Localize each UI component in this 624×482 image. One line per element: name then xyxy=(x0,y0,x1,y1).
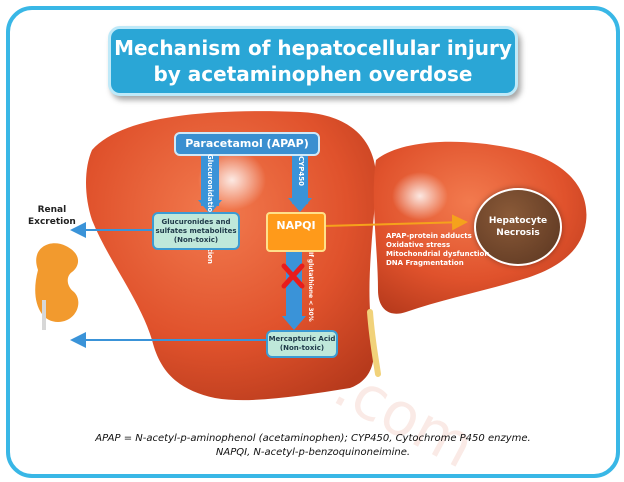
liver-highlight-right xyxy=(392,172,448,220)
title-box: Mechanism of hepatocellular injury by ac… xyxy=(108,26,518,96)
cyp450-label: CYP450 xyxy=(297,156,305,186)
injury-effects-list: APAP-protein adducts Oxidative stress Mi… xyxy=(386,232,489,268)
mercapturic-line-2: (Non-toxic) xyxy=(279,344,325,352)
kidney-icon xyxy=(35,243,79,322)
mercapturic-line-1: Mercapturic Acid xyxy=(268,335,336,343)
footnote-line-2: NAPQI, N-acetyl-p-benzoquinoneimine. xyxy=(215,447,411,458)
napqi-box: NAPQI xyxy=(266,212,326,252)
conjugates-box: Glucuronides and sulfates metabolites (N… xyxy=(152,212,240,250)
mercapturic-box: Mercapturic Acid (Non-toxic) xyxy=(266,330,338,358)
necrosis-line-2: Necrosis xyxy=(496,228,540,238)
bile-duct xyxy=(367,309,381,377)
title-line-2: by acetaminophen overdose xyxy=(153,62,473,86)
apap-box: Paracetamol (APAP) xyxy=(174,132,320,156)
effect-item: APAP-protein adducts xyxy=(386,232,472,240)
conjugates-line-3: (Non-toxic) xyxy=(173,235,219,244)
renal-excretion-label: Renal Excretion xyxy=(28,204,76,228)
effect-item: Oxidative stress xyxy=(386,241,451,249)
conjugates-line-1: Glucuronides and xyxy=(161,217,231,226)
arrow-necrosis xyxy=(323,214,468,231)
block-cross-icon xyxy=(281,263,305,289)
renal-line-2: Excretion xyxy=(28,217,76,227)
effect-item: Mitochondrial dysfunction xyxy=(386,250,490,258)
conjugates-line-2: sulfates metabolites xyxy=(155,226,237,235)
footnote: APAP = N-acetyl-p-aminophenol (acetamino… xyxy=(30,432,596,460)
renal-line-1: Renal xyxy=(37,205,67,215)
title-line-1: Mechanism of hepatocellular injury xyxy=(114,36,512,60)
footnote-line-1: APAP = N-acetyl-p-aminophenol (acetamino… xyxy=(95,433,531,444)
effect-item: DNA Fragmentation xyxy=(386,259,464,267)
glutathione-label: If glutathione < 30% xyxy=(307,252,314,322)
necrosis-circle: Hepatocyte Necrosis xyxy=(474,188,562,266)
napqi-label: NAPQI xyxy=(276,219,316,232)
necrosis-line-1: Hepatocyte xyxy=(488,216,548,226)
